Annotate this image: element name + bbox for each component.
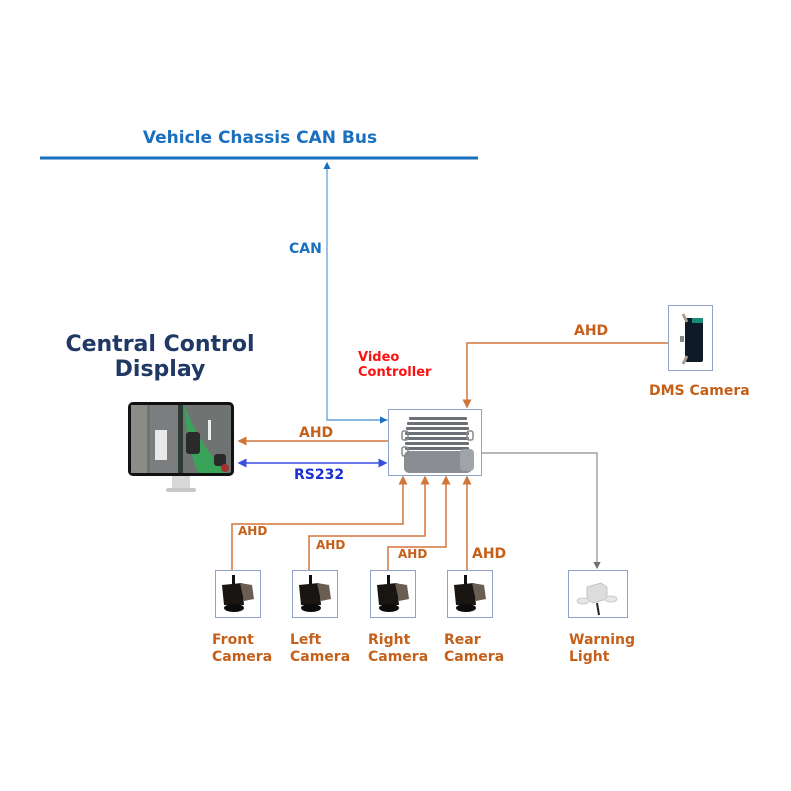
left-camera-label-line1: Left: [290, 632, 322, 648]
rear-camera-label-line1: Rear: [444, 632, 481, 648]
controller-heatsink-icon: [401, 417, 474, 473]
right-camera-label-line2: Camera: [368, 649, 429, 665]
left-ahd-label: AHD: [316, 538, 346, 552]
dms-camera-box[interactable]: [668, 305, 713, 371]
warning-light-link: [482, 452, 601, 570]
rear-ahd-label: AHD: [472, 546, 507, 562]
left-camera-box[interactable]: [292, 570, 338, 618]
video-controller[interactable]: [388, 409, 482, 476]
can-link-label: CAN: [289, 241, 322, 257]
front-camera-label-line1: Front: [212, 632, 254, 648]
left-camera-label-line2: Camera: [290, 649, 351, 665]
dms-camera-icon: [680, 313, 703, 365]
display-title-line2: Display: [114, 357, 206, 383]
left-camera-link: [308, 475, 430, 570]
monitor-icon: [128, 402, 234, 492]
dms-ahd-label: AHD: [574, 323, 609, 339]
rear-camera-label-line2: Camera: [444, 649, 505, 665]
warning-light-label-line2: Light: [569, 649, 610, 665]
front-camera-box[interactable]: [215, 570, 261, 618]
can-bus-title: Vehicle Chassis CAN Bus: [142, 128, 378, 148]
central-control-display-title: Central Control Display: [60, 332, 260, 383]
can-link: [323, 161, 388, 421]
front-ahd-label: AHD: [238, 524, 268, 538]
front-camera-link: [231, 475, 408, 570]
video-controller-label: Video Controller: [358, 350, 432, 381]
display-title-line1: Central Control: [65, 332, 255, 357]
right-camera-box[interactable]: [370, 570, 416, 618]
right-camera-icon: [377, 575, 409, 612]
right-camera-label-line1: Right: [368, 632, 411, 648]
front-camera-label: Front Camera: [212, 632, 272, 666]
rear-camera-label: Rear Camera: [444, 632, 504, 666]
right-camera-label: Right Camera: [368, 632, 428, 666]
rear-camera-icon: [454, 575, 486, 612]
central-control-display: [128, 402, 234, 494]
dms-camera-label: DMS Camera: [649, 383, 750, 399]
rear-camera-box[interactable]: [447, 570, 493, 618]
warning-light-label-line1: Warning: [569, 632, 636, 648]
right-ahd-label: AHD: [398, 547, 428, 561]
display-ahd-label: AHD: [299, 425, 334, 441]
rs232-label: RS232: [294, 467, 345, 483]
left-camera-icon: [299, 575, 331, 612]
warning-light-icon: [576, 582, 618, 616]
dms-ahd-link: [462, 342, 668, 409]
warning-light-box[interactable]: [568, 570, 628, 618]
front-camera-icon: [222, 575, 254, 612]
right-camera-link: [387, 475, 451, 570]
controller-label-line2: Controller: [358, 364, 432, 380]
left-camera-label: Left Camera: [290, 632, 350, 666]
warning-light-label: Warning Light: [569, 632, 635, 666]
front-camera-label-line2: Camera: [212, 649, 273, 665]
controller-label-line1: Video: [358, 350, 400, 365]
